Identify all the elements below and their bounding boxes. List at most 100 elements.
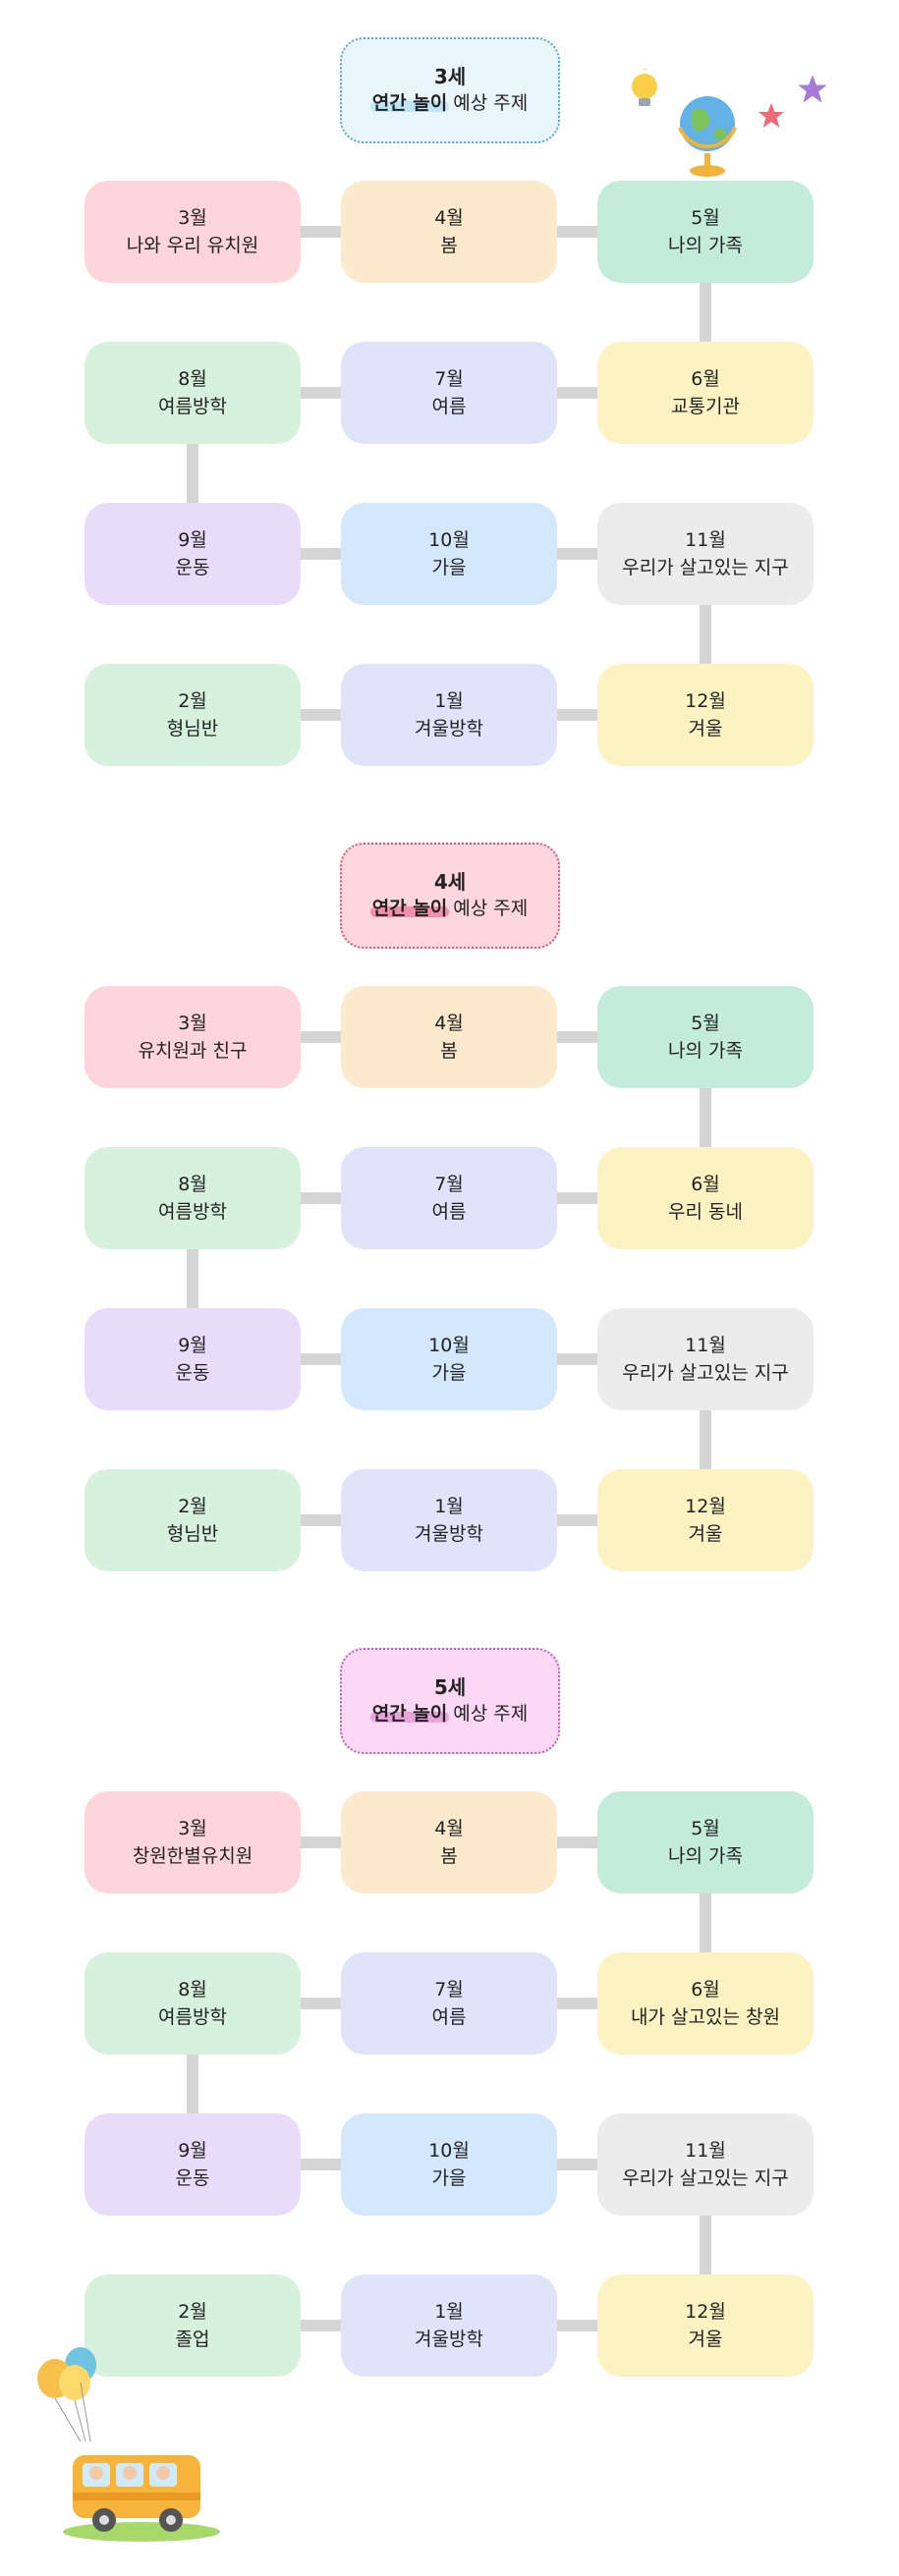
connector-line	[301, 1031, 341, 1043]
month-label: 8월	[178, 1174, 207, 1195]
theme-label: 우리가 살고있는 지구	[622, 557, 789, 578]
connector-line	[301, 2159, 341, 2170]
age-label: 5세	[433, 1675, 467, 1699]
age-label: 4세	[433, 870, 467, 894]
connector-line	[700, 1410, 711, 1469]
connector-line	[187, 1249, 198, 1308]
theme-label: 여름	[431, 396, 467, 417]
connector-line	[700, 2216, 711, 2275]
subtitle-rest: 예상 주제	[447, 898, 529, 919]
subtitle-rest: 예상 주제	[447, 92, 529, 114]
balloon-icon	[37, 2347, 96, 2441]
month-label: 5월	[691, 207, 720, 229]
connector-line	[301, 2320, 341, 2331]
month-label: 9월	[178, 2140, 207, 2162]
month-label: 4월	[434, 207, 464, 229]
theme-label: 겨울방학	[415, 718, 483, 740]
month-label: 7월	[434, 1979, 464, 2001]
theme-label: 내가 살고있는 창원	[631, 2006, 780, 2028]
connector-line	[301, 1836, 341, 1848]
month-label: 3월	[178, 207, 207, 229]
theme-label: 겨울	[688, 1523, 723, 1545]
month-label: 12월	[685, 2301, 726, 2323]
month-label: 5월	[691, 1818, 720, 1839]
theme-label: 여름방학	[158, 396, 227, 417]
month-label: 9월	[178, 1335, 207, 1356]
connector-line	[557, 226, 597, 238]
connector-line	[301, 1514, 341, 1526]
theme-label: 창원한별유치원	[132, 1845, 253, 1867]
connector-line	[557, 1514, 597, 1526]
connector-line	[557, 1031, 597, 1043]
theme-label: 가을	[431, 1362, 467, 1384]
theme-label: 봄	[440, 1845, 458, 1867]
connector-line	[301, 1353, 341, 1365]
star-icon	[759, 103, 784, 128]
subtitle-rest: 예상 주제	[447, 1703, 529, 1725]
month-label: 1월	[434, 2301, 464, 2323]
month-label: 4월	[434, 1013, 464, 1034]
connector-line	[700, 605, 711, 664]
theme-label: 교통기관	[671, 396, 740, 417]
theme-label: 졸업	[175, 2329, 210, 2350]
month-label: 6월	[691, 368, 720, 390]
theme-label: 나의 가족	[668, 1845, 743, 1867]
theme-label: 겨울방학	[415, 2329, 483, 2350]
theme-label: 운동	[175, 1362, 210, 1384]
month-label: 11월	[685, 1335, 726, 1356]
connector-line	[301, 226, 341, 238]
theme-label: 여름	[431, 1201, 467, 1223]
theme-label: 가을	[431, 2167, 467, 2189]
connector-line	[557, 2320, 597, 2331]
connector-line	[301, 1192, 341, 1204]
month-label: 6월	[691, 1174, 720, 1195]
theme-label: 가을	[431, 557, 467, 578]
month-label: 3월	[178, 1818, 207, 1839]
subtitle: 연간 놀이 예상 주제	[372, 89, 529, 117]
theme-label: 형님반	[166, 1523, 219, 1545]
theme-label: 우리가 살고있는 지구	[622, 2167, 789, 2189]
theme-label: 운동	[175, 2167, 210, 2189]
month-label: 2월	[178, 690, 207, 712]
connector-line	[301, 548, 341, 560]
month-label: 2월	[178, 2301, 207, 2323]
connector-line	[700, 1088, 711, 1147]
month-label: 7월	[434, 1174, 464, 1195]
theme-label: 겨울방학	[415, 1523, 483, 1545]
connector-line	[557, 1998, 597, 2009]
theme-label: 여름	[431, 2006, 467, 2028]
theme-label: 봄	[440, 235, 458, 256]
lightbulb-icon	[632, 69, 657, 106]
connector-line	[301, 709, 341, 721]
theme-label: 여름방학	[158, 1201, 227, 1223]
connector-line	[301, 1998, 341, 2009]
theme-label: 봄	[440, 1040, 458, 1062]
connector-line	[557, 709, 597, 721]
month-label: 7월	[434, 368, 464, 390]
theme-label: 우리 동네	[668, 1201, 743, 1223]
connector-line	[557, 2159, 597, 2170]
month-label: 10월	[428, 2140, 470, 2162]
